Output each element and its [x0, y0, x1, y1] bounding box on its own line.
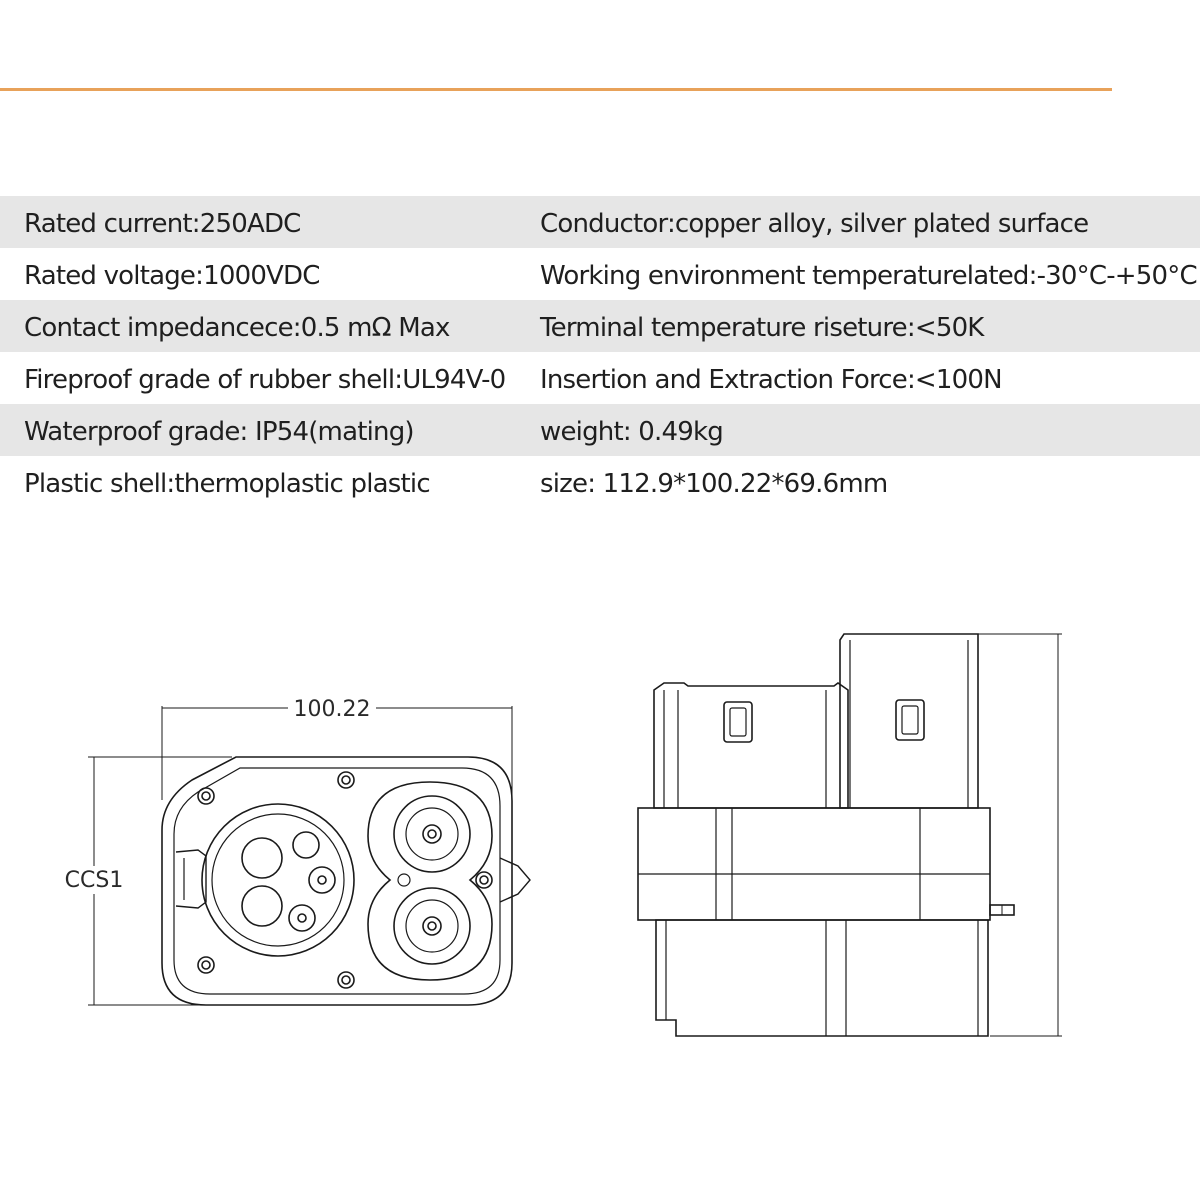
spec-waterproof-grade: Waterproof grade: IP54(mating) [24, 417, 415, 447]
side-view [637, 633, 1062, 1037]
height-dimension-label: CCS1 [65, 868, 124, 893]
spec-row: Waterproof grade: IP54(mating) weight: 0… [0, 404, 1200, 456]
spec-insertion-force: Insertion and Extraction Force:<100N [540, 365, 1003, 395]
spec-fireproof-grade: Fireproof grade of rubber shell:UL94V-0 [24, 365, 506, 395]
spec-size: size: 112.9*100.22*69.6mm [540, 469, 888, 499]
spec-row: Contact impedancece:0.5 mΩ Max Terminal … [0, 300, 1200, 352]
technical-drawings: 100.22 CCS1 [0, 600, 1200, 1070]
spec-row: Rated voltage:1000VDC Working environmen… [0, 248, 1200, 300]
accent-divider [0, 88, 1112, 91]
spec-row: Fireproof grade of rubber shell:UL94V-0 … [0, 352, 1200, 404]
spec-plastic-shell: Plastic shell:thermoplastic plastic [24, 469, 431, 499]
spec-rated-current: Rated current:250ADC [24, 209, 301, 239]
spec-contact-impedance: Contact impedancece:0.5 mΩ Max [24, 313, 450, 343]
spec-table: Rated current:250ADC Conductor:copper al… [0, 196, 1200, 508]
connector-drawing-svg: 100.22 CCS1 [65, 633, 1062, 1037]
spec-row: Rated current:250ADC Conductor:copper al… [0, 196, 1200, 248]
spec-working-temperature: Working environment temperaturelated:-30… [540, 261, 1198, 291]
spec-rated-voltage: Rated voltage:1000VDC [24, 261, 320, 291]
spec-row: Plastic shell:thermoplastic plastic size… [0, 456, 1200, 508]
front-view: 100.22 CCS1 [65, 697, 531, 1006]
spec-temperature-rise: Terminal temperature riseture:<50K [540, 313, 984, 343]
spec-weight: weight: 0.49kg [540, 417, 724, 447]
spec-conductor: Conductor:copper alloy, silver plated su… [540, 209, 1089, 239]
width-dimension-label: 100.22 [294, 697, 371, 722]
